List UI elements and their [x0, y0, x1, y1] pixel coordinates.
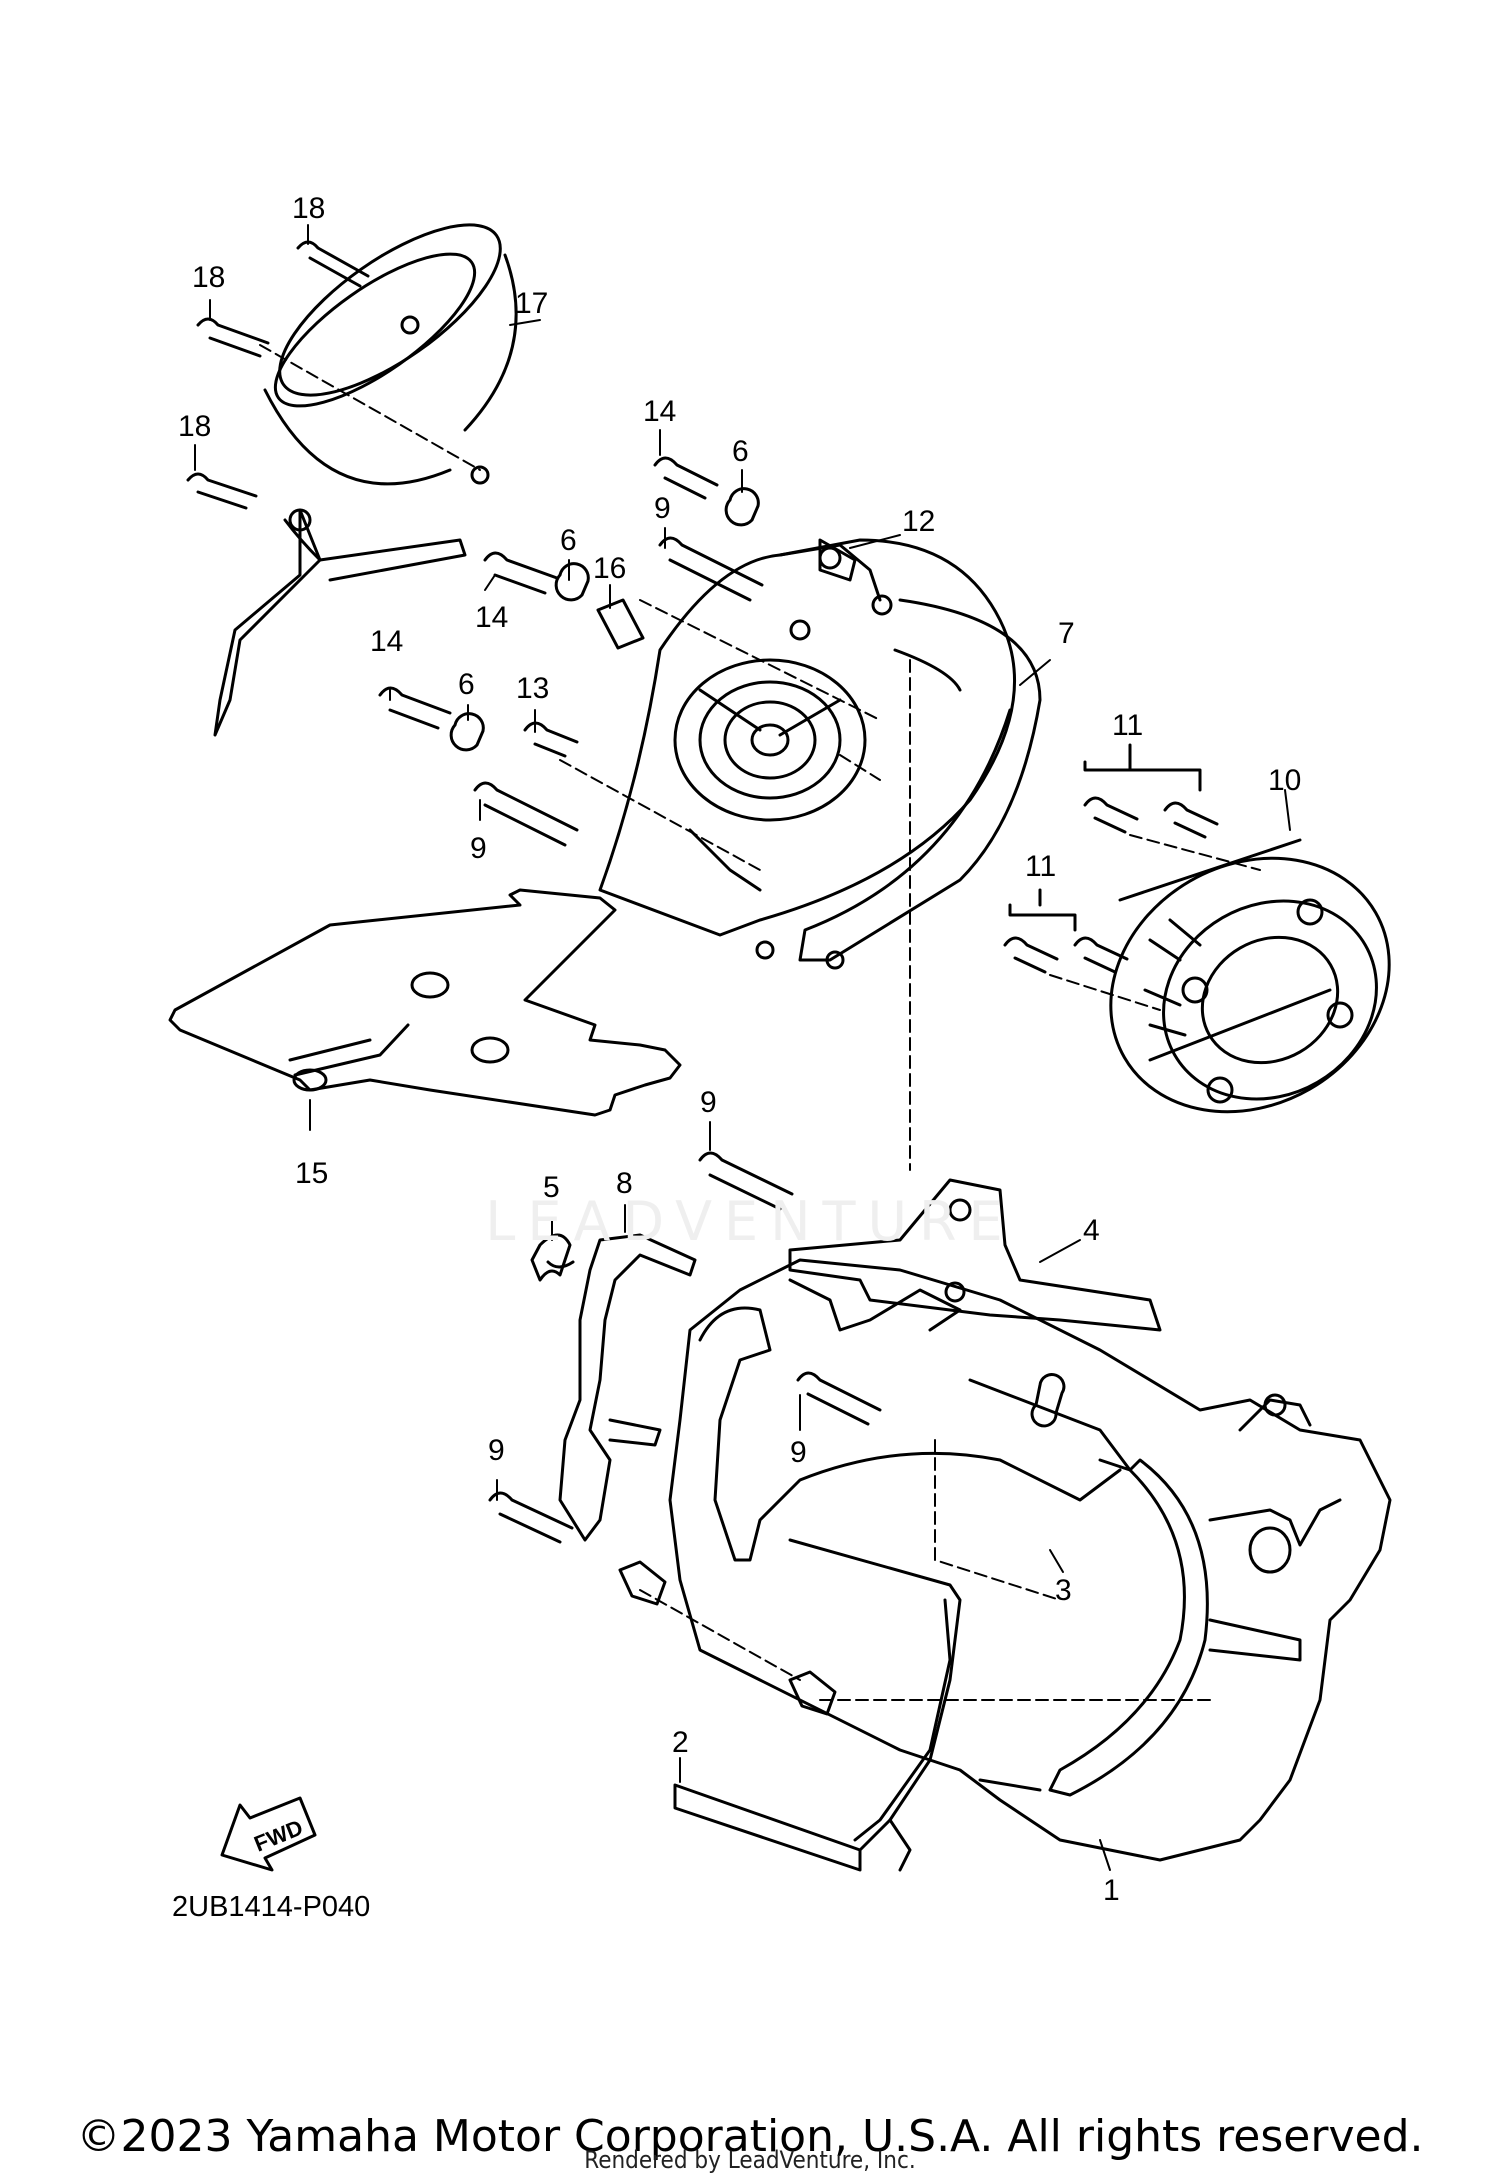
diagram-code: 2UB1414-P040: [172, 1891, 370, 1923]
callout-5: 5: [543, 1171, 560, 1204]
part-2-cushion: [673, 1538, 962, 1872]
callout-11: 11: [1112, 709, 1143, 742]
callout-6: 6: [560, 524, 577, 557]
part-4-bracket: [788, 1178, 1162, 1332]
callout-9: 9: [700, 1086, 717, 1119]
callout-3: 3: [1055, 1574, 1072, 1607]
callout-16: 16: [593, 552, 626, 585]
part-15-gasket: [168, 888, 682, 1117]
part-9-bolts: [488, 1151, 882, 1716]
callout-leaders: [194, 224, 1291, 1871]
callout-18: 18: [292, 192, 325, 225]
callout-10: 10: [1268, 764, 1301, 797]
callout-13: 13: [516, 672, 549, 705]
callout-17: 17: [515, 287, 548, 320]
part-7-starter-housing: [598, 538, 1042, 970]
callout-18: 18: [192, 261, 225, 294]
part-18-bolts: [186, 240, 370, 510]
callout-6: 6: [458, 668, 475, 701]
callout-9: 9: [790, 1436, 807, 1469]
callout-9: 9: [470, 832, 487, 865]
callout-9: 9: [488, 1434, 505, 1467]
callout-14: 14: [370, 625, 403, 658]
callout-8: 8: [616, 1167, 633, 1200]
callout-11: 11: [1025, 850, 1056, 883]
callout-12: 12: [902, 505, 935, 538]
part-8-bracket: [558, 1233, 697, 1542]
callout-9: 9: [654, 492, 671, 525]
assembly-leader-lines: [259, 344, 1261, 1701]
copyright-notice: ©2023 Yamaha Motor Corporation, U.S.A. A…: [76, 2111, 1424, 2162]
part-11-bolts: [1003, 743, 1219, 974]
fwd-arrow-icon: [220, 1796, 317, 1872]
part-3-collar: [1030, 1373, 1066, 1428]
callout-14: 14: [643, 395, 676, 428]
callout-15: 15: [295, 1157, 328, 1190]
callout-2: 2: [672, 1726, 689, 1759]
fasteners-14-6-16-13-9: [378, 456, 764, 847]
callout-1: 1: [1103, 1874, 1120, 1907]
callout-4: 4: [1083, 1214, 1100, 1247]
callout-7: 7: [1058, 617, 1075, 650]
callout-14: 14: [475, 601, 508, 634]
part-1-main-housing: [668, 1258, 1392, 1862]
part-17-shroud: [213, 223, 518, 737]
callout-18: 18: [178, 410, 211, 443]
callout-labels: 18 18 18 17 14 6 12 9 6 16 14 7 14 6 13 …: [178, 192, 1301, 1907]
part-10-pulley: [1109, 838, 1391, 1114]
watermark: LEADVENTURE: [485, 1190, 1015, 1253]
callout-6: 6: [732, 435, 749, 468]
rendered-by-credit: Rendered by LeadVenture, Inc.: [584, 2146, 916, 2174]
